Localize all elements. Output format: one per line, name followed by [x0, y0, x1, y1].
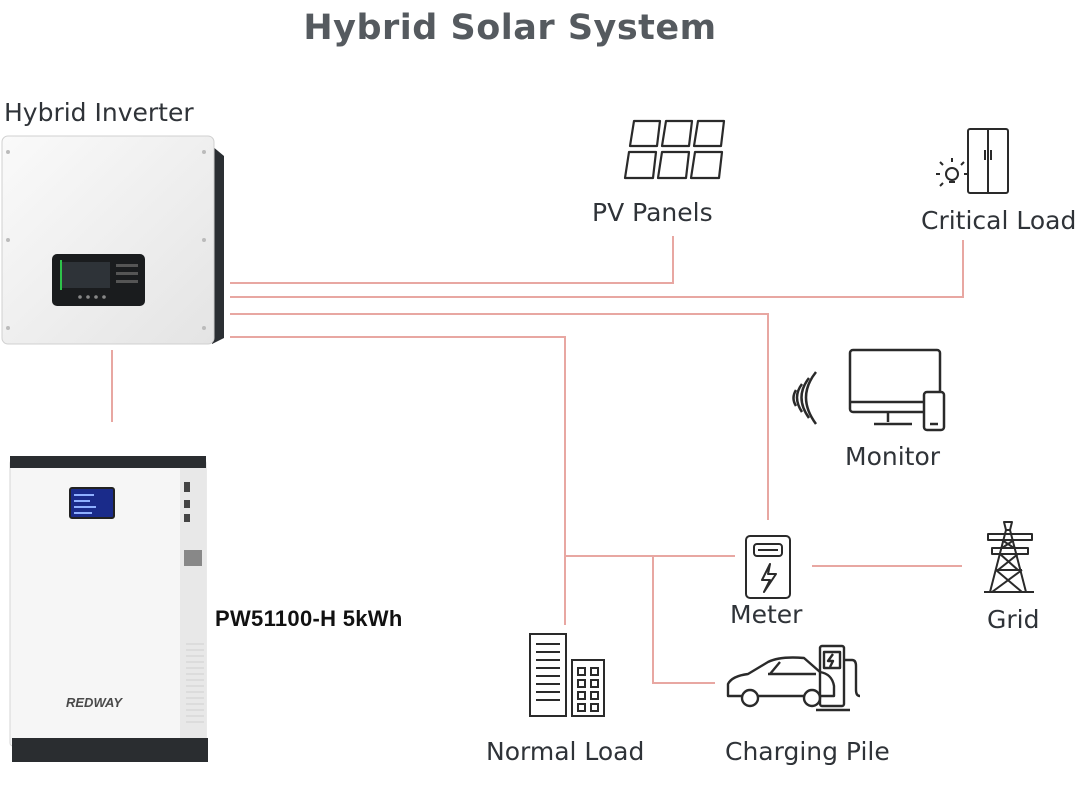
meter-icon [745, 535, 791, 599]
line-critical [230, 240, 964, 298]
ev-charging-icon [726, 644, 861, 712]
normal-load-label: Normal Load [486, 737, 645, 766]
charging-pile-label: Charging Pile [725, 737, 890, 766]
pv-panels-label: PV Panels [592, 198, 713, 227]
battery-brand: REDWAY [66, 695, 123, 710]
line-meter-monitor [230, 313, 769, 520]
line-pv [230, 236, 674, 284]
line-charging [652, 556, 715, 684]
critical-load-icon [936, 128, 1009, 194]
inverter-label: Hybrid Inverter [4, 98, 194, 127]
hybrid-inverter-image [1, 135, 224, 345]
monitor-label: Monitor [845, 442, 941, 471]
grid-label: Grid [987, 605, 1040, 634]
diagram-title: Hybrid Solar System [303, 8, 717, 48]
monitor-icon [792, 348, 946, 432]
grid-tower-icon [984, 521, 1034, 593]
building-icon [529, 633, 605, 717]
battery-image [9, 456, 208, 762]
meter-label: Meter [730, 600, 803, 629]
solar-panel-icon [623, 119, 726, 180]
critical-load-label: Critical Load [921, 206, 1076, 235]
battery-model-label: PW51100-H 5kWh [215, 606, 403, 631]
line-normal [230, 336, 566, 625]
